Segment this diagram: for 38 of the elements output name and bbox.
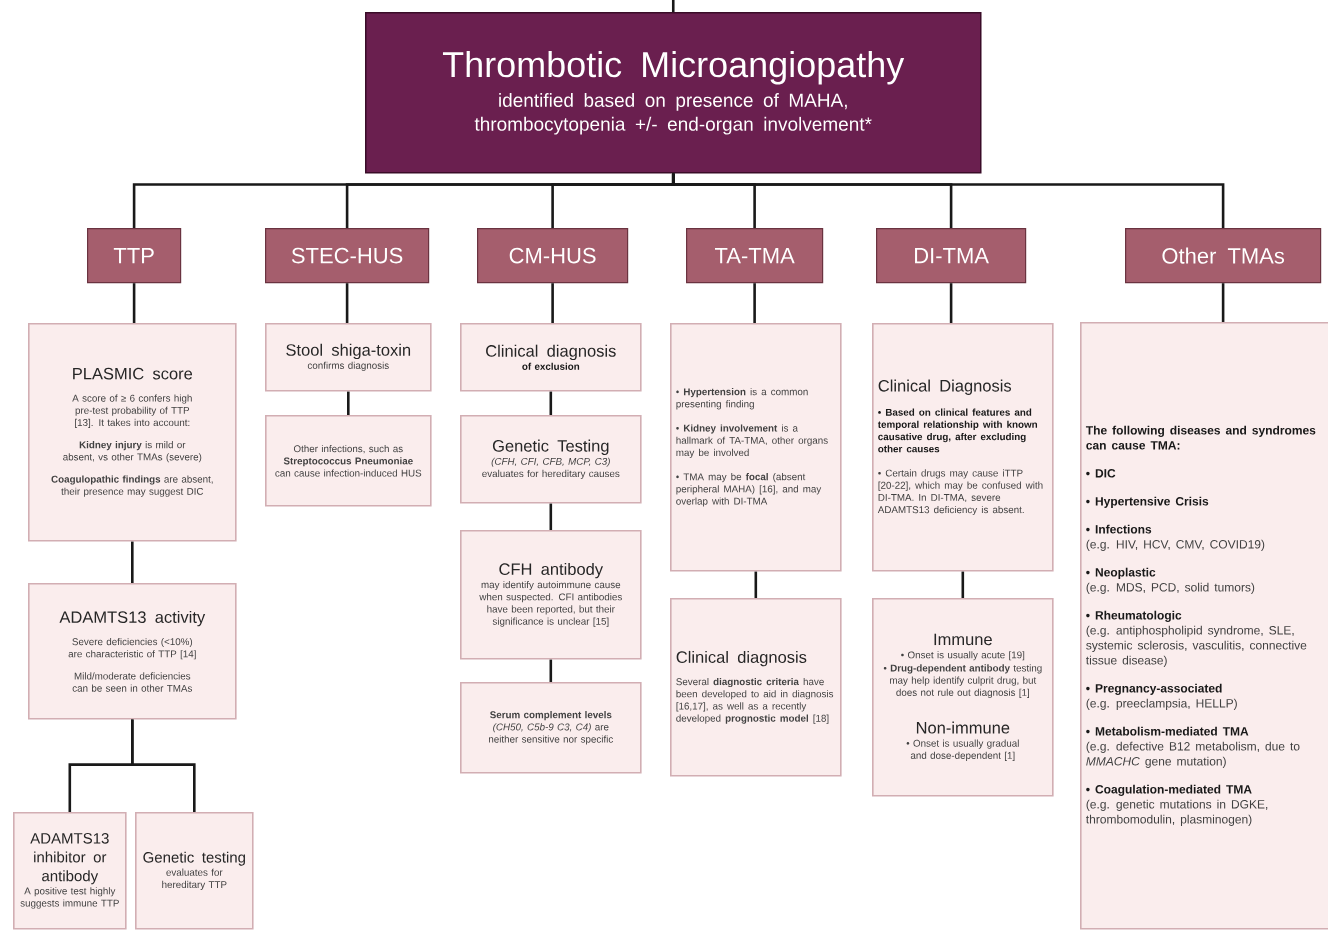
info-box: Stool shiga-toxin confirms diagnosis bbox=[265, 323, 432, 392]
connector-line bbox=[347, 391, 350, 415]
connector-line bbox=[754, 571, 758, 598]
connector-line bbox=[961, 571, 965, 598]
info-box: Serum complement levels (CH50, C5b-9 C3, C4) are neither sensitive nor specific bbox=[460, 682, 642, 774]
connector-line bbox=[671, 0, 675, 12]
connector-line bbox=[1221, 283, 1225, 322]
title-box: Thrombotic Microangiopathy identified based on presence of MAHA, thrombocytopenia +/- end-organ involvement* bbox=[365, 12, 982, 174]
category-box: TTP bbox=[87, 228, 182, 284]
connector-line bbox=[551, 283, 554, 323]
connector-line bbox=[549, 503, 553, 530]
connector-line bbox=[753, 283, 756, 323]
connector-line bbox=[671, 173, 1225, 228]
connector-line bbox=[949, 283, 953, 323]
info-box: Clinical Diagnosis • Based on clinical features and temporal relationship with known causative drug, after excluding other causes • Certain drugs may cause iTTP [20-22], which may be confused with DI-TMA. In DI-TMA, severe ADAMTS13 deficiency is absent. bbox=[872, 323, 1054, 572]
info-box: • Hypertension is a common presenting finding • Kidney involvement is a hallmark of TA-TMA, other organs may be involved • TMA may be focal (absent peripheral MAHA) [16], and may overlap with DI-TMA bbox=[670, 323, 842, 572]
connector-line bbox=[132, 283, 136, 323]
info-box: ADAMTS13 activity Severe deficiencies (<10%) are characteristic of TTP [14] Mild/moderate deficiencies can be seen in other TMAs bbox=[28, 583, 237, 720]
info-box: PLASMIC score A score of ≥ 6 confers high pre-test probability of TTP [13]. It takes into account: Kidney injury is mild or absent, vs other TMAs (severe) Coagulopathic findings are absent, their presence may suggest DIC bbox=[28, 323, 237, 542]
category-box: TA-TMA bbox=[686, 228, 824, 284]
info-box: Genetic testing evaluates for hereditary TTP bbox=[135, 812, 254, 930]
info-box: ADAMTS13 inhibitor or antibody A positive test highly suggests immune TTP bbox=[13, 812, 127, 930]
category-box: STEC-HUS bbox=[265, 228, 430, 284]
info-box: Other infections, such as Streptococcus Pneumoniae can cause infection-induced HUS bbox=[265, 415, 432, 507]
info-box: Clinical diagnosis of exclusion bbox=[460, 323, 642, 392]
category-box: CM-HUS bbox=[477, 228, 629, 284]
connector-line bbox=[131, 719, 196, 812]
connector-line bbox=[131, 541, 134, 583]
info-box: Genetic Testing (CFH, CFI, CFB, MCP, C3) evaluates for hereditary causes bbox=[460, 415, 642, 504]
info-box: The following diseases and syndromes can cause TMA: • DIC • Hypertensive Crisis • Infections (e.g. HIV, HCV, CMV, COVID19) • Neoplastic (e.g. MDS, PCD, solid tumors) • Rheumatologic (e.g. antiphospholipid syndrome, SLE, systemic sclerosis, vasculitis, connective tissue disease) • Pregnancy-associated (e.g. preeclampsia, HELLP) • Metabolism-mediated TMA (e.g. defective B12 metabolism, due to MMACHC gene mutation) • Coagulation-mediated TMA (e.g. genetic mutations in DGKE, thrombomodulin, plasminogen) bbox=[1080, 322, 1328, 930]
connector-line bbox=[345, 283, 349, 323]
category-box: DI-TMA bbox=[876, 228, 1027, 284]
connector-line bbox=[549, 659, 553, 682]
connector-line bbox=[549, 391, 553, 415]
category-box: Other TMAs bbox=[1125, 228, 1322, 284]
info-box: Clinical diagnosis Several diagnostic criteria have been developed to aid in diagnosis [16,17], as well as a recently developed prognostic model [18] bbox=[670, 598, 842, 777]
info-box: CFH antibody may identify autoimmune cause when suspected. CFI antibodies have been reported, but their significance is unclear [15] bbox=[460, 530, 642, 660]
info-box: Immune • Onset is usually acute [19] • Drug-dependent antibody testing may help identify culprit drug, but does not rule out diagnosis [1] Non-immune • Onset is usually gradual and dose-dependent [1] bbox=[872, 598, 1054, 797]
